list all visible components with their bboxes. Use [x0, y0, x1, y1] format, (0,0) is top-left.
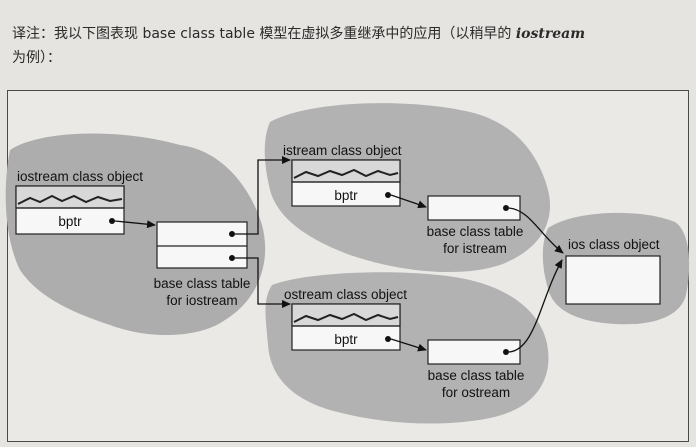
ios-object: [565, 255, 661, 305]
istream-object: [291, 159, 401, 207]
iostream-bptr-label: bptr: [58, 214, 82, 229]
note-suffix: 为例）：: [12, 50, 61, 66]
translator-note: 译注：我以下图表现 base class table 模型在虚拟多重继承中的应用…: [12, 22, 692, 70]
note-emphasis: iostream: [515, 26, 586, 42]
ostream-table-label-1: base class table: [428, 368, 525, 383]
istream-blob: [264, 103, 550, 273]
iostream-base-table: [156, 221, 248, 269]
ios-object-label: ios class object: [568, 237, 660, 252]
pointer-arrows: [114, 156, 564, 353]
ostream-bptr-label: bptr: [334, 332, 358, 347]
istream-table-label-1: base class table: [427, 224, 524, 239]
ostream-table-label-2: for ostream: [442, 385, 510, 400]
istream-bptr-label: bptr: [334, 188, 358, 203]
iostream-blob: [5, 133, 266, 336]
iostream-table-label-1: base class table: [154, 276, 251, 291]
iostream-table-label-2: for iostream: [166, 293, 237, 308]
ostream-object-label: ostream class object: [284, 287, 407, 302]
istream-base-table: [427, 195, 521, 221]
iostream-object: [15, 185, 125, 235]
ostream-object: [291, 303, 401, 351]
iostream-object-label: iostream class object: [17, 169, 143, 184]
note-prefix: 译注：我以下图表现 base class table 模型在虚拟多重继承中的应用…: [12, 26, 512, 42]
istream-object-label: istream class object: [283, 143, 402, 158]
istream-table-label-2: for istream: [443, 241, 507, 256]
